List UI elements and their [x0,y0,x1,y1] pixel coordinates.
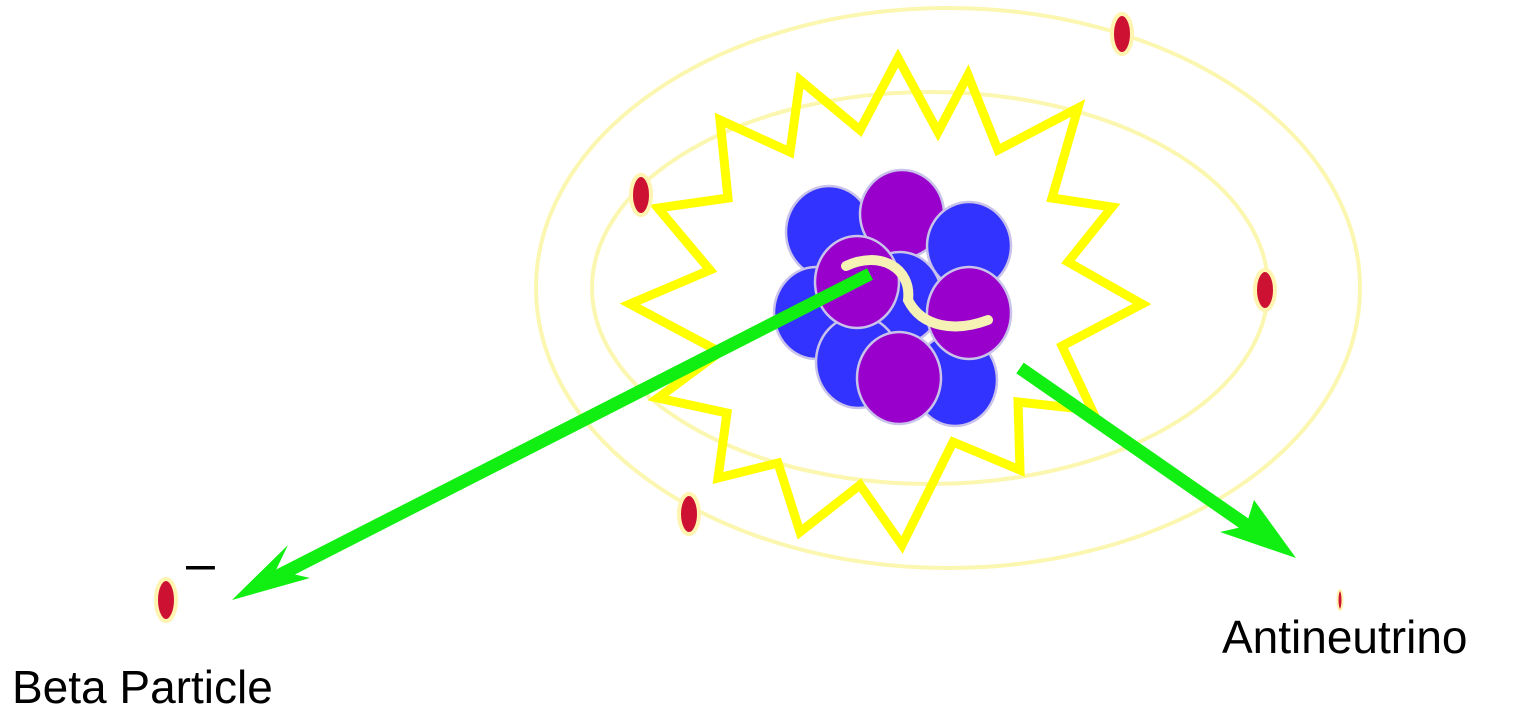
beta-particle-label: Beta Particle [12,664,273,710]
electron-icon [679,494,699,534]
charge-sign: – [186,538,215,590]
antineutrino-label: Antineutrino [1222,614,1468,660]
arrow-icon [232,274,870,600]
electron-icon [631,175,651,215]
proton [857,332,941,424]
electron-icon [1112,14,1132,54]
antineutrino-icon [1338,590,1343,610]
antineutrino-arrow-shaft [1020,368,1268,540]
beta-electron-icon [156,579,176,621]
proton [927,267,1011,359]
beta-arrow-shaft [262,274,870,584]
electron-icon [1255,270,1275,310]
